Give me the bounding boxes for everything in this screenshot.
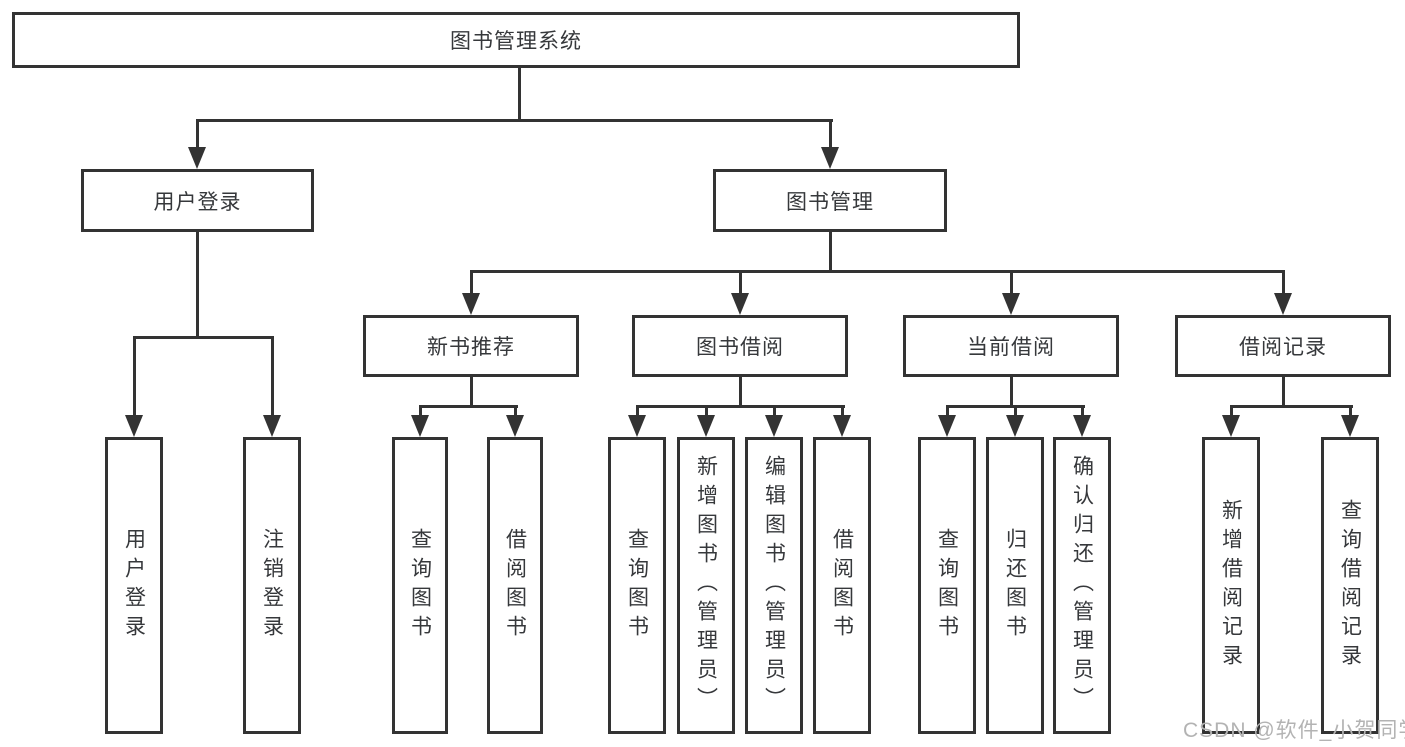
connector-leaf-stub	[1230, 405, 1233, 417]
leaf-add-borrow-record: 新增借阅记录	[1202, 437, 1260, 734]
connector-leaf-stub	[1081, 405, 1084, 417]
leaf-user-login-label: 用户登录	[122, 527, 146, 644]
arrow-down-icon	[462, 293, 480, 315]
connector-current-borrow-trunk	[1010, 377, 1013, 407]
connector-leaf-stub	[841, 405, 844, 417]
leaf-query-borrow-record: 查询借阅记录	[1321, 437, 1379, 734]
leaf-query-books-recommend-label: 查询图书	[408, 527, 432, 644]
leaf-logout: 注销登录	[243, 437, 301, 734]
connector-leaf-stub	[705, 405, 708, 417]
leaf-query-books-borrow-label: 查询图书	[625, 527, 649, 644]
node-new-book-recommend-label: 新书推荐	[427, 336, 515, 359]
connector-leaf-stub	[636, 405, 639, 417]
leaf-logout-label: 注销登录	[260, 527, 284, 644]
connector-book-borrow-trunk	[739, 377, 742, 407]
arrow-down-icon	[1274, 293, 1292, 315]
node-current-borrow-label: 当前借阅	[967, 336, 1055, 359]
arrow-down-icon	[697, 415, 715, 437]
node-current-borrow: 当前借阅	[903, 315, 1119, 377]
arrow-down-icon	[1341, 415, 1359, 437]
arrow-down-icon	[765, 415, 783, 437]
leaf-query-books-borrow: 查询图书	[608, 437, 666, 734]
connector-to-book-management	[829, 119, 832, 152]
arrow-down-icon	[1006, 415, 1024, 437]
connector-to-user-login	[196, 119, 199, 152]
leaf-borrow-books: 借阅图书	[813, 437, 871, 734]
connector-to-borrow-records	[1282, 270, 1285, 295]
node-book-management-label: 图书管理	[786, 190, 874, 214]
node-book-borrow: 图书借阅	[632, 315, 848, 377]
connector-level3-split	[470, 270, 1285, 273]
connector-new-book-split	[419, 405, 518, 408]
leaf-query-books-current-label: 查询图书	[935, 527, 959, 644]
connector-to-leaf-login	[133, 336, 136, 417]
node-root-label: 图书管理系统	[450, 30, 582, 53]
leaf-return-books-label: 归还图书	[1003, 527, 1027, 644]
connector-user-login-split	[133, 336, 274, 339]
leaf-return-books: 归还图书	[986, 437, 1044, 734]
arrow-down-icon	[821, 147, 839, 169]
arrow-down-icon	[506, 415, 524, 437]
node-user-login: 用户登录	[81, 169, 314, 232]
connector-leaf-stub	[514, 405, 517, 417]
arrow-down-icon	[1222, 415, 1240, 437]
connector-to-book-borrow	[739, 270, 742, 295]
connector-to-current-borrow	[1010, 270, 1013, 295]
leaf-borrow-books-recommend-label: 借阅图书	[503, 527, 527, 644]
leaf-query-borrow-record-label: 查询借阅记录	[1338, 498, 1362, 673]
connector-root-trunk	[518, 68, 521, 121]
arrow-down-icon	[628, 415, 646, 437]
connector-leaf-stub	[419, 405, 422, 417]
leaf-query-books-current: 查询图书	[918, 437, 976, 734]
node-root-library-system: 图书管理系统	[12, 12, 1020, 68]
leaf-user-login: 用户登录	[105, 437, 163, 734]
arrow-down-icon	[731, 293, 749, 315]
arrow-down-icon	[1073, 415, 1091, 437]
leaf-confirm-return-admin-label: 确认归还（管理员）	[1070, 455, 1094, 716]
leaf-edit-books-admin-label: 编辑图书（管理员）	[762, 455, 786, 716]
arrow-down-icon	[833, 415, 851, 437]
arrow-down-icon	[263, 415, 281, 437]
connector-level2-split	[196, 119, 833, 122]
leaf-borrow-books-recommend: 借阅图书	[487, 437, 543, 734]
leaf-add-borrow-record-label: 新增借阅记录	[1219, 498, 1243, 673]
csdn-watermark: CSDN @软件_小贺同学	[1183, 719, 1405, 742]
leaf-add-books-admin: 新增图书（管理员）	[677, 437, 735, 734]
leaf-borrow-books-label: 借阅图书	[830, 527, 854, 644]
node-book-management: 图书管理	[713, 169, 947, 232]
arrow-down-icon	[1002, 293, 1020, 315]
arrow-down-icon	[938, 415, 956, 437]
connector-borrow-records-trunk	[1282, 377, 1285, 407]
connector-borrow-records-split	[1230, 405, 1353, 408]
connector-to-new-book	[470, 270, 473, 295]
node-book-borrow-label: 图书借阅	[696, 336, 784, 359]
connector-leaf-stub	[1349, 405, 1352, 417]
node-user-login-label: 用户登录	[153, 190, 242, 214]
connector-book-management-trunk	[829, 232, 832, 273]
node-new-book-recommend: 新书推荐	[363, 315, 579, 377]
connector-book-borrow-split	[636, 405, 845, 408]
connector-user-login-trunk	[196, 232, 199, 339]
connector-leaf-stub	[946, 405, 949, 417]
connector-leaf-stub	[773, 405, 776, 417]
arrow-down-icon	[125, 415, 143, 437]
leaf-confirm-return-admin: 确认归还（管理员）	[1053, 437, 1111, 734]
leaf-edit-books-admin: 编辑图书（管理员）	[745, 437, 803, 734]
connector-new-book-trunk	[470, 377, 473, 407]
arrow-down-icon	[188, 147, 206, 169]
arrow-down-icon	[411, 415, 429, 437]
node-borrow-records: 借阅记录	[1175, 315, 1391, 377]
connector-leaf-stub	[1014, 405, 1017, 417]
leaf-add-books-admin-label: 新增图书（管理员）	[694, 455, 718, 716]
node-borrow-records-label: 借阅记录	[1239, 336, 1327, 359]
connector-to-leaf-logout	[271, 336, 274, 417]
leaf-query-books-recommend: 查询图书	[392, 437, 448, 734]
